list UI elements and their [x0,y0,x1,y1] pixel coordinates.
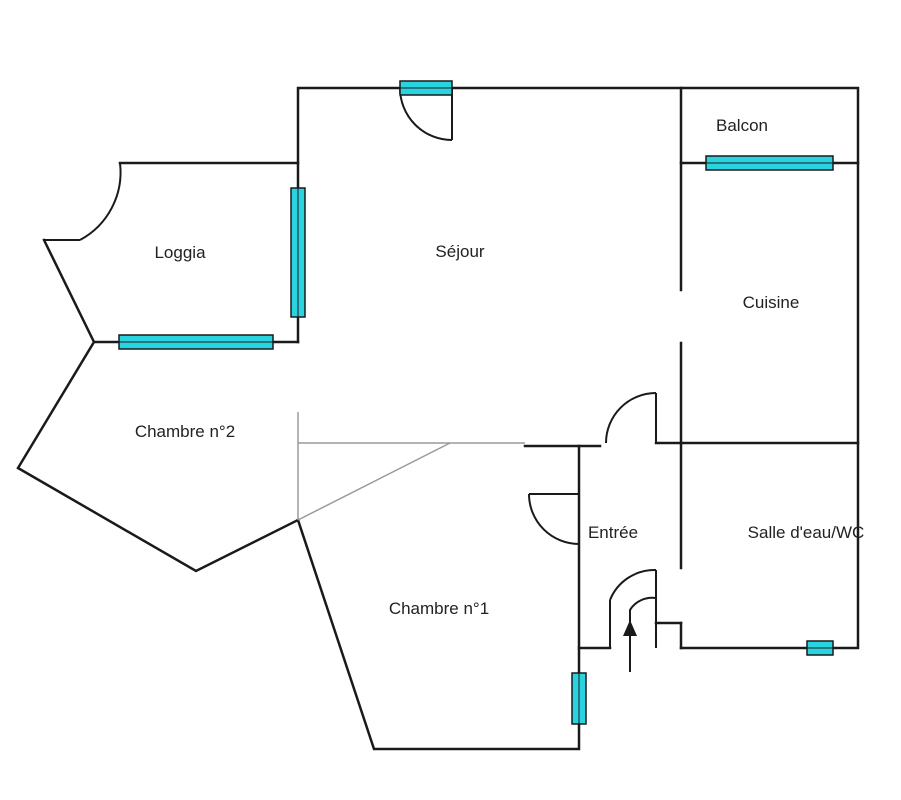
interior-walls [523,86,860,650]
door-sejour-arc [399,87,453,141]
door-entrance-inner [629,596,657,648]
room-label-balcon: Balcon [716,116,768,135]
windows [118,80,834,725]
wall-top [296,86,860,650]
door-chambre1-arc [528,493,580,545]
doors [44,87,657,648]
room-labels: Balcon Loggia Séjour Cuisine Chambre n°2… [135,116,865,618]
room-label-cuisine: Cuisine [743,293,800,312]
window-loggia-chambre2 [118,334,274,350]
window-loggia-sejour [290,187,306,318]
room-label-entree: Entrée [588,523,638,542]
partitions [297,412,525,521]
room-label-sejour: Séjour [435,242,484,261]
exterior-walls [16,86,860,751]
window-salle-eau [806,640,834,656]
window-chambre1 [571,672,587,725]
wall-chambre2-outer [16,340,300,573]
door-entrance-arc [609,568,657,601]
wall-chambre1-outer [296,444,581,751]
room-label-chambre2: Chambre n°2 [135,422,235,441]
partition-chambre-diagonal [297,442,451,521]
window-sejour-top [399,80,453,96]
arrow-up-icon [623,620,637,672]
door-entree-top-arc [605,392,657,444]
window-balcon [705,155,834,171]
room-label-chambre1: Chambre n°1 [389,599,489,618]
door-loggia-arc [79,162,122,241]
room-label-loggia: Loggia [154,243,206,262]
room-label-salle-eau: Salle d'eau/WC [748,523,865,542]
